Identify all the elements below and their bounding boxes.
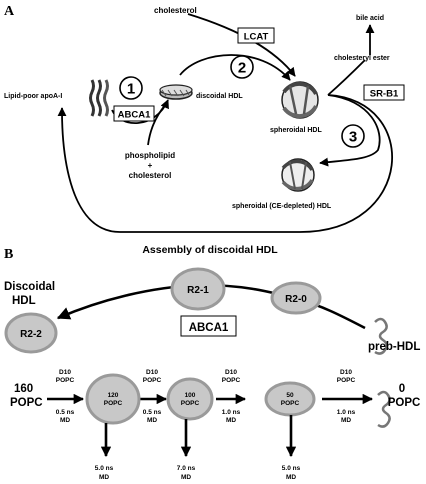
cholesterol-bottom-label: cholesterol — [129, 171, 172, 180]
svg-text:MD: MD — [226, 417, 236, 424]
svg-text:7.0 ns: 7.0 ns — [177, 465, 196, 472]
state-120-popc: 120 POPC — [85, 373, 141, 425]
svg-text:POPC: POPC — [143, 377, 162, 384]
svg-text:POPC: POPC — [337, 377, 356, 384]
step-label-4: D10 POPC 1.0 ns MD — [337, 369, 356, 424]
discoidal-hdl-label-b: HDL — [12, 295, 36, 307]
step-3-marker: 3 — [341, 124, 365, 148]
panel-b-title: Assembly of discoidal HDL — [142, 244, 278, 256]
svg-text:D10: D10 — [59, 369, 71, 376]
svg-text:MD: MD — [60, 417, 70, 424]
svg-text:POPC: POPC — [222, 377, 241, 384]
svg-text:POPC: POPC — [56, 377, 75, 384]
panel-b-label: B — [4, 247, 13, 262]
svg-text:100: 100 — [185, 392, 196, 399]
ce-depleted-hdl-icon — [281, 158, 315, 192]
start-popc: POPC — [10, 397, 43, 409]
svg-text:D10: D10 — [146, 369, 158, 376]
abca1-box-a — [113, 105, 155, 122]
step-label-1: D10 POPC 0.5 ns MD — [56, 369, 75, 424]
lipid-poor-label: Lipid-poor apoA-I — [4, 93, 62, 100]
preb-hdl-icon — [374, 317, 388, 355]
down-label-120: 5.0 ns MD — [95, 465, 114, 481]
svg-text:POPC: POPC — [181, 400, 200, 407]
svg-text:R2-0: R2-0 — [285, 294, 307, 305]
svg-text:D10: D10 — [225, 369, 237, 376]
spheroidal-hdl-icon — [281, 81, 319, 119]
svg-text:5.0 ns: 5.0 ns — [282, 465, 301, 472]
svg-text:3: 3 — [349, 129, 357, 146]
discoidal-hdl-icon — [159, 84, 193, 100]
plus-label: + — [148, 161, 153, 170]
svg-text:POPC: POPC — [104, 400, 123, 407]
state-50-popc: 50 POPC — [264, 381, 316, 417]
svg-text:R2-2: R2-2 — [20, 329, 42, 340]
bile-acid-label: bile acid — [356, 15, 384, 22]
svg-text:MD: MD — [181, 474, 191, 481]
step-1-marker: 1 — [119, 76, 143, 100]
start-count: 160 — [14, 383, 33, 395]
down-label-50: 5.0 ns MD — [282, 465, 301, 481]
svg-text:MD: MD — [147, 417, 157, 424]
svg-text:0.5 ns: 0.5 ns — [143, 409, 162, 416]
step-label-3: D10 POPC 1.0 ns MD — [222, 369, 241, 424]
svg-text:MD: MD — [99, 474, 109, 481]
state-100-popc: 100 POPC — [166, 377, 214, 421]
srb1-lower-arrow — [319, 94, 381, 167]
discoidal-hdl-label: discoidal HDL — [196, 93, 243, 100]
state-r2-1: R2-1 — [170, 267, 226, 311]
phospholipid-label: phospholipid — [125, 151, 175, 160]
svg-text:R2-1: R2-1 — [187, 285, 209, 296]
svg-text:5.0 ns: 5.0 ns — [95, 465, 114, 472]
srb1-upper-line — [327, 59, 366, 96]
cholesteryl-ester-label: cholesteryl ester — [334, 55, 390, 62]
discoidal-to-spheroidal-arrow — [179, 54, 291, 81]
svg-text:MD: MD — [341, 417, 351, 424]
svg-text:50: 50 — [286, 392, 294, 399]
svg-text:2: 2 — [238, 60, 246, 77]
ce-depleted-label: spheroidal (CE-depleted) HDL — [232, 203, 332, 210]
spheroidal-hdl-label: spheroidal HDL — [270, 127, 322, 134]
svg-text:120: 120 — [108, 392, 119, 399]
final-popc: POPC — [388, 397, 421, 409]
discoidal-label: Discoidal — [4, 281, 55, 293]
step-label-2: D10 POPC 0.5 ns MD — [143, 369, 162, 424]
assembly-arc — [56, 283, 366, 330]
svg-text:MD: MD — [286, 474, 296, 481]
abca1-box-b — [180, 315, 237, 337]
abca1-label-b: ABCA1 — [189, 322, 229, 334]
state-r2-0: R2-0 — [270, 281, 322, 315]
abca1-label-a: ABCA1 — [118, 110, 151, 121]
cholesterol-top-label: cholesterol — [154, 6, 197, 15]
srb1-box — [363, 84, 405, 101]
svg-text:1.0 ns: 1.0 ns — [222, 409, 241, 416]
apoa-i-icon — [89, 79, 109, 117]
final-preb-icon — [377, 390, 391, 428]
phospholipid-arrow — [147, 104, 166, 146]
srb1-label: SR-B1 — [370, 89, 399, 100]
svg-text:1: 1 — [127, 81, 135, 98]
svg-text:D10: D10 — [340, 369, 352, 376]
svg-text:POPC: POPC — [281, 400, 300, 407]
state-r2-2: R2-2 — [4, 312, 58, 354]
panel-a-label: A — [4, 4, 15, 19]
lcat-label: LCAT — [244, 32, 269, 43]
preb-hdl-label: preb-HDL — [368, 341, 420, 353]
svg-text:0.5 ns: 0.5 ns — [56, 409, 75, 416]
lcat-box — [237, 27, 275, 44]
down-label-100: 7.0 ns MD — [177, 465, 196, 481]
final-count: 0 — [399, 383, 405, 395]
step-2-marker: 2 — [230, 55, 254, 79]
recycle-loop-arrow — [57, 94, 393, 233]
svg-text:1.0 ns: 1.0 ns — [337, 409, 356, 416]
